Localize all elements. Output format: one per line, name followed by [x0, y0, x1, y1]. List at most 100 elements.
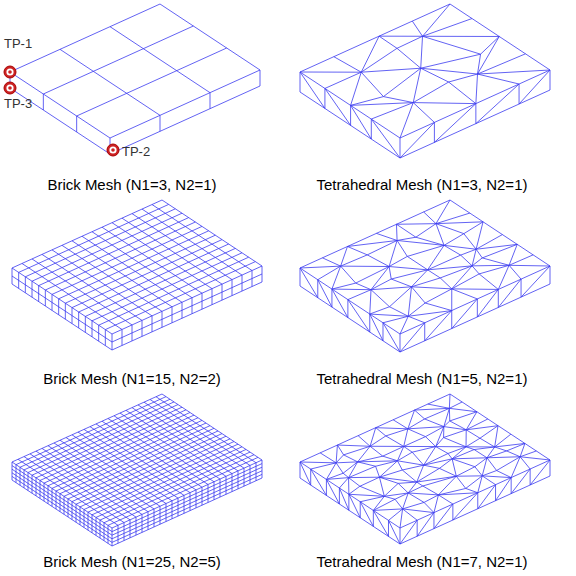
mesh-edge	[40, 480, 41, 498]
mesh-edge	[417, 476, 457, 482]
mesh-edge	[520, 451, 536, 457]
mesh-edge	[160, 115, 161, 131]
tetrahedral-mesh	[300, 4, 550, 158]
mesh-edge	[495, 426, 498, 447]
mesh-edge	[400, 138, 401, 158]
mesh-edge	[400, 103, 413, 138]
mesh-edge	[160, 4, 260, 70]
mesh-edge	[436, 447, 448, 454]
test-point-label: TP-1	[4, 36, 32, 51]
mesh-edge	[466, 488, 478, 492]
mesh-edge	[530, 460, 550, 485]
mesh-edge	[389, 267, 428, 270]
mesh-edge	[511, 457, 520, 478]
mesh-edge	[425, 303, 452, 311]
mesh-edge	[337, 445, 343, 455]
mesh-edge	[436, 222, 483, 224]
mesh-edge	[112, 223, 212, 289]
mesh-edge	[196, 490, 197, 508]
brick-mesh	[10, 4, 260, 154]
mesh-edge	[436, 224, 444, 246]
mesh-edge	[62, 245, 162, 311]
mesh-edge	[433, 513, 434, 529]
mesh-edge	[440, 266, 472, 278]
mesh-edge	[425, 408, 450, 419]
mesh-edge	[521, 279, 522, 297]
mesh-edge	[208, 484, 209, 502]
mesh-edge	[436, 213, 470, 224]
mesh-edge	[300, 268, 400, 334]
mesh-edge	[412, 287, 426, 303]
mesh-edge	[300, 266, 341, 268]
mesh-edge	[478, 485, 496, 509]
mesh-edge	[332, 289, 348, 318]
mesh-edge	[44, 483, 45, 501]
mesh-edge	[456, 467, 475, 477]
mesh-edge	[318, 280, 332, 307]
mesh-edge	[452, 289, 478, 299]
mesh-edge	[122, 218, 222, 284]
mesh-edge	[154, 509, 155, 527]
mesh-edge	[112, 528, 113, 546]
mesh-edge	[475, 104, 476, 124]
mesh-edge	[351, 72, 362, 105]
mesh-edge	[373, 509, 402, 510]
mesh-edge	[424, 465, 440, 468]
mesh-edge	[438, 476, 456, 495]
mesh-edge	[373, 496, 384, 510]
mesh-edge	[244, 468, 245, 486]
mesh-edge	[403, 509, 434, 513]
mesh-edge	[112, 464, 262, 532]
mesh-edge	[260, 70, 261, 86]
mesh-edge	[360, 486, 384, 496]
mesh-edge	[348, 478, 349, 495]
mesh-edge	[448, 454, 452, 459]
mesh-edge	[478, 476, 482, 493]
mesh-edge	[162, 200, 262, 266]
mesh-edge	[28, 473, 29, 491]
mesh-edge	[48, 486, 49, 504]
mesh-caption: Tetrahedral Mesh (N1=7, N2=1)	[317, 553, 528, 570]
mesh-edge	[300, 394, 450, 462]
mesh-edge	[424, 454, 448, 466]
mesh-edge	[461, 255, 472, 266]
mesh-caption: Brick Mesh (N1=15, N2=2)	[43, 370, 221, 387]
mesh-edge	[300, 462, 311, 485]
mesh-edge	[478, 54, 526, 74]
mesh-edge	[509, 255, 533, 265]
mesh-edge	[509, 265, 550, 267]
mesh-edge	[397, 237, 416, 240]
mesh-edge	[226, 476, 227, 494]
mesh-edge	[16, 465, 17, 483]
mesh-edge	[202, 487, 203, 505]
mesh-edge	[450, 4, 550, 70]
mesh-edge	[425, 289, 452, 303]
mesh-edge	[108, 525, 109, 543]
mesh-edge	[300, 72, 325, 108]
mesh-edge	[456, 475, 482, 476]
mesh-edge	[482, 476, 495, 485]
mesh-edge	[325, 72, 361, 88]
mesh-edge	[379, 477, 384, 496]
mesh-edge	[100, 520, 101, 538]
mesh-edge	[496, 478, 512, 501]
mesh-edge	[80, 507, 81, 525]
mesh-edge	[451, 311, 452, 329]
mesh-edge	[92, 447, 242, 515]
mesh-edge	[256, 463, 257, 481]
mesh-edge	[466, 430, 467, 447]
mesh-edge	[383, 316, 408, 323]
mesh-edge	[52, 488, 53, 506]
mesh-edge	[550, 70, 551, 90]
mesh-edge	[450, 421, 466, 430]
mesh-edge	[466, 430, 480, 438]
mesh-edge	[434, 104, 475, 143]
mesh-edge	[509, 265, 521, 279]
mesh-edge	[12, 473, 112, 539]
mesh-edge	[464, 234, 476, 250]
mesh-edge	[120, 413, 220, 479]
mesh-edge	[132, 214, 232, 280]
mesh-edge	[497, 457, 521, 471]
mesh-edge	[371, 287, 411, 290]
mesh-edge	[439, 459, 452, 469]
